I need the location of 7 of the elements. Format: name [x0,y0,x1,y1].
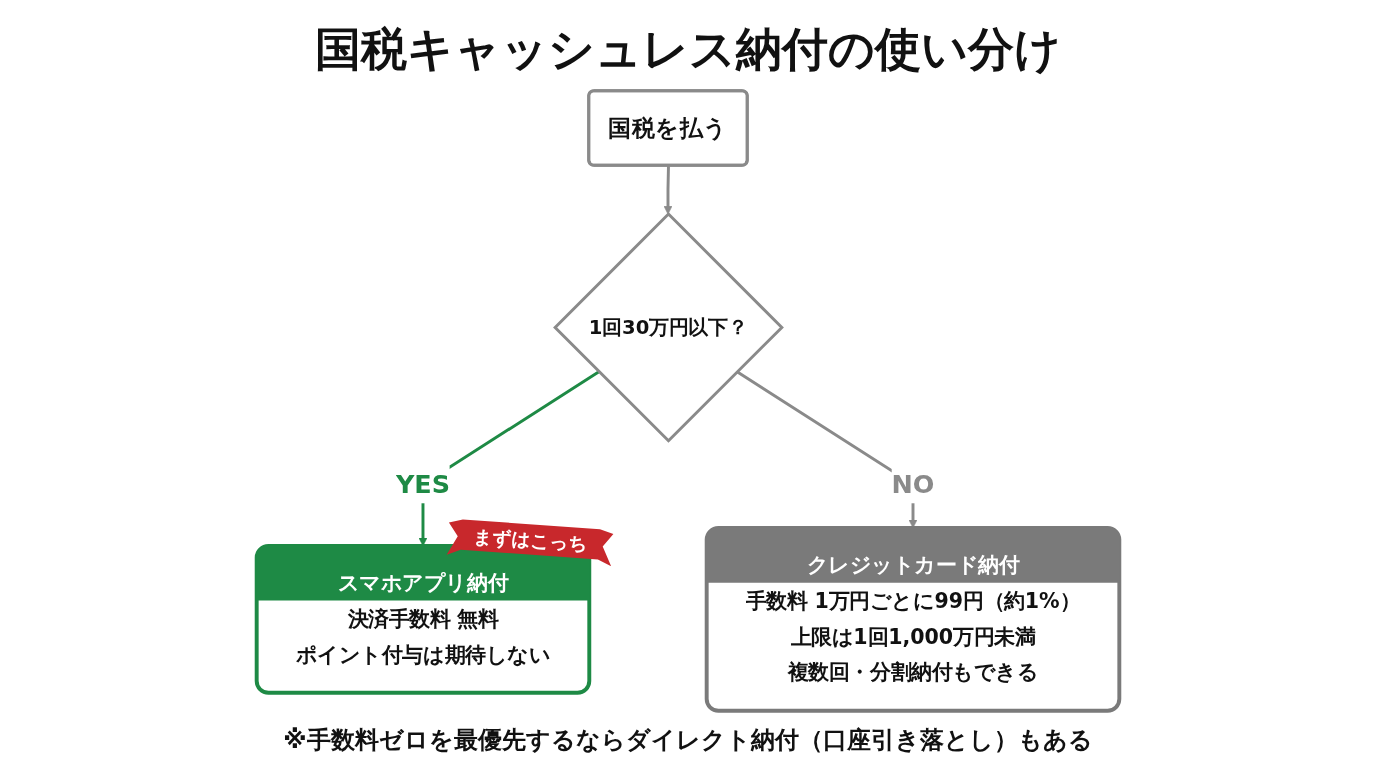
edge-label: YES [395,469,451,499]
caption: ※手数料ゼロを最優先するならダイレクト納付（口座引き落とし）もある [283,724,1093,756]
title: 国税キャッシュレス納付の使い分け [315,22,1061,78]
node-diamond: 1回30万円以下？ [553,212,784,444]
edge-label: NO [891,469,935,499]
ribbon-badge: まずはこっち [446,519,614,567]
arrow [663,165,673,215]
